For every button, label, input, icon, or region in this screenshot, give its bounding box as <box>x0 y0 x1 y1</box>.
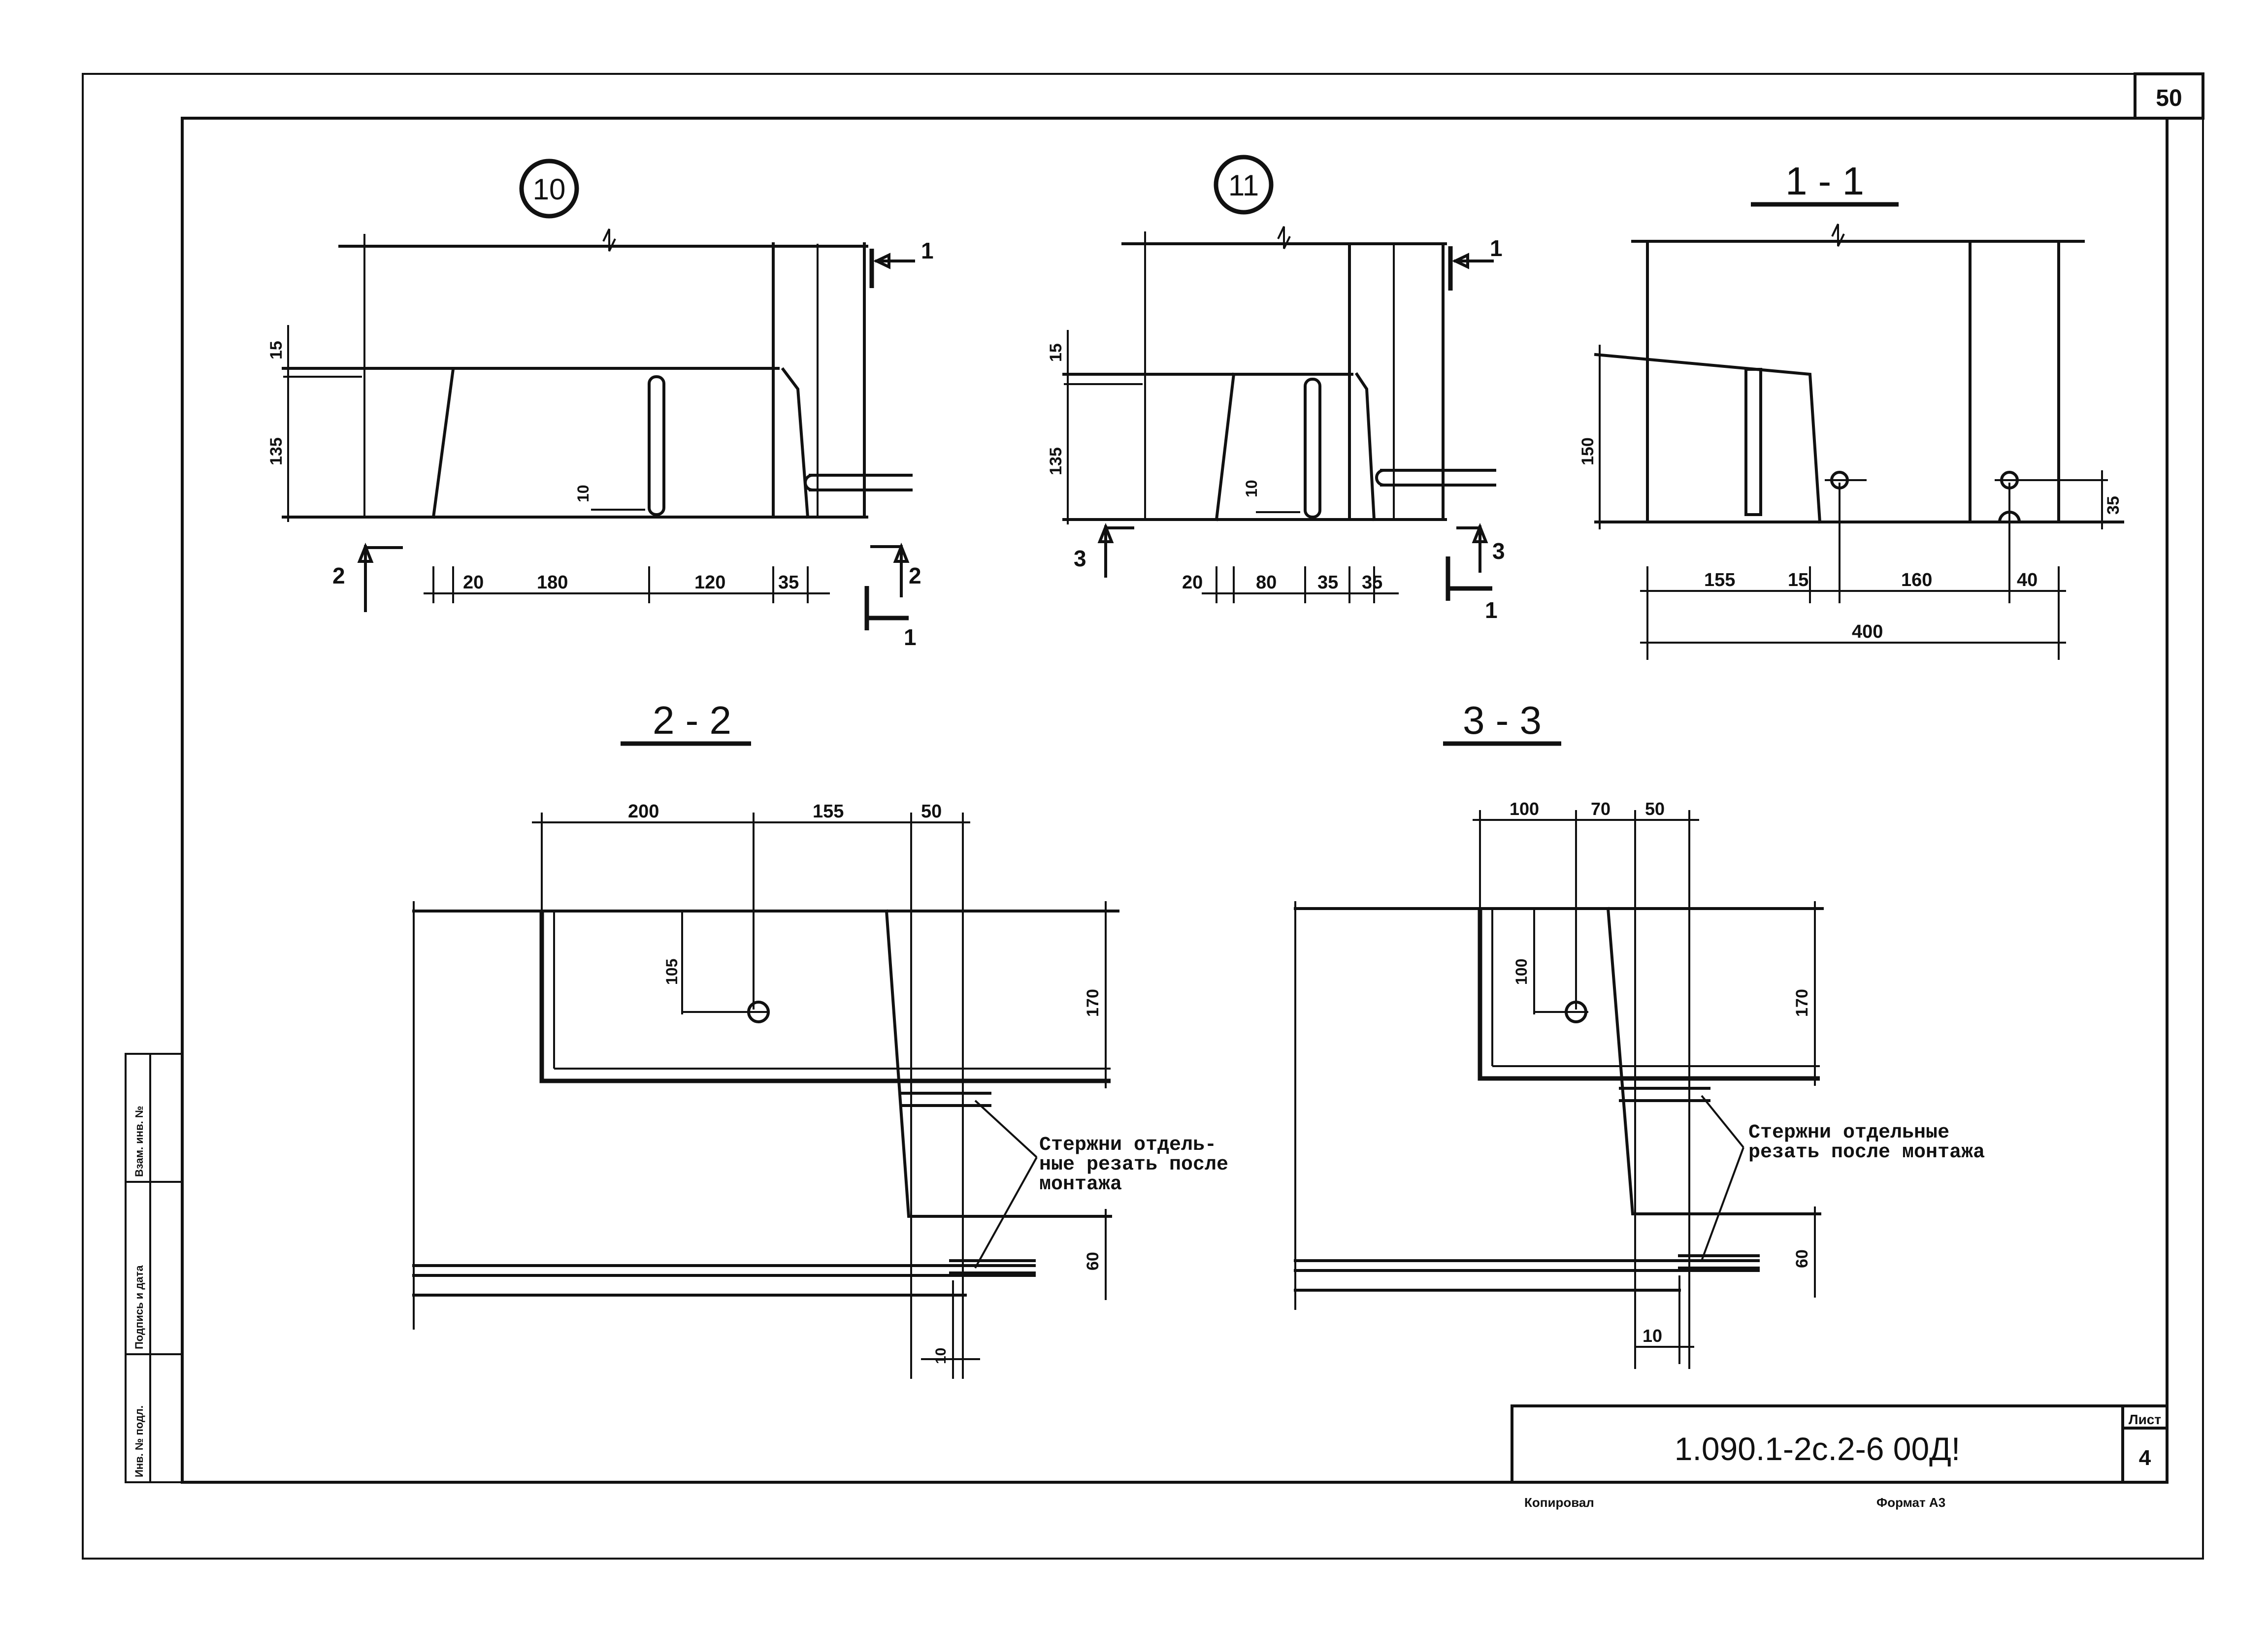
view-11-dim-2: 80 <box>1256 572 1277 593</box>
side-stamp-cell-1: Взам. инв. № <box>133 1106 145 1177</box>
side-stamp-cell-2: Подпись и дата <box>133 1265 145 1349</box>
copied-label: Копировал <box>1524 1495 1594 1510</box>
section-1-1-dim-2: 15 <box>1788 570 1808 590</box>
view-11-sec-mark-1b: 1 <box>1485 597 1498 623</box>
view-10-dim-h-main: 135 <box>267 437 286 465</box>
section-1-1-dim-3: 160 <box>1901 570 1932 590</box>
view-10-sec-mark-1b: 1 <box>904 624 917 650</box>
view-10-dim-h-small: 10 <box>574 485 592 502</box>
view-10-mark-circle <box>519 159 579 219</box>
section-2-2-dim-t1: 200 <box>628 801 659 822</box>
sheet-label: Лист <box>2129 1412 2161 1427</box>
view-11-mark: 11 <box>1228 169 1259 202</box>
view-11-dim-h-small: 10 <box>1243 480 1260 497</box>
view-11-dim-4: 35 <box>1362 572 1382 593</box>
section-2-2-dim-t3: 50 <box>921 801 942 822</box>
format-label: Формат А3 <box>1876 1495 1945 1510</box>
section-1-1-dim-4: 40 <box>2017 570 2038 590</box>
outer-frame <box>82 73 2204 1560</box>
view-10: 10 1 15 135 10 20 180 120 35 <box>267 159 934 650</box>
view-11-sec-mark-1: 1 <box>1490 235 1503 261</box>
section-2-2-title: 2 - 2 <box>653 698 731 742</box>
section-3-3-dim-t2: 70 <box>1591 799 1611 819</box>
sheet-no: 4 <box>2139 1446 2151 1470</box>
section-3-3: 3 - 3 100 70 50 100 170 60 10 Стержни от… <box>1294 698 1985 1369</box>
section-3-3-dim-v2: 170 <box>1793 989 1811 1017</box>
section-2-2-dim-t2: 155 <box>813 801 844 822</box>
section-1-1-dim-h-right: 35 <box>2104 496 2123 515</box>
view-11-dim-3: 35 <box>1317 572 1338 593</box>
inner-frame <box>181 117 2169 1484</box>
section-2-2: 2 - 2 200 155 50 105 170 60 10 Стержни о… <box>412 698 1228 1379</box>
view-10-dim-2: 180 <box>537 572 568 593</box>
section-2-2-dim-b1: 10 <box>933 1348 949 1364</box>
view-11-dim-h-main: 135 <box>1047 447 1065 475</box>
sheet-number-box <box>2134 72 2204 120</box>
section-1-1-dim-1: 155 <box>1704 570 1735 590</box>
section-3-3-dim-v1: 100 <box>1512 959 1530 985</box>
view-10-dim-h-top: 15 <box>267 341 286 359</box>
section-2-2-note-3: монтажа <box>1039 1173 1122 1196</box>
section-1-1-dim-h-main: 150 <box>1578 437 1597 465</box>
section-3-3-note-1: Стержни отдельные <box>1748 1122 1949 1144</box>
section-3-3-dim-v3: 60 <box>1793 1249 1811 1268</box>
section-3-3-dim-t1: 100 <box>1510 799 1539 819</box>
view-10-mark: 10 <box>533 173 566 206</box>
view-11-mark-circle <box>1214 155 1274 215</box>
side-stamp: Взам. инв. № Подпись и дата Инв. № подл. <box>125 1053 183 1483</box>
section-3-3-dim-b1: 10 <box>1643 1326 1662 1346</box>
view-11-sec-mark-3: 3 <box>1074 546 1086 571</box>
section-2-2-dim-v3: 60 <box>1084 1252 1102 1271</box>
section-3-3-note-2: резать после монтажа <box>1748 1141 1985 1164</box>
section-1-1-title: 1 - 1 <box>1785 159 1864 203</box>
view-10-dim-3: 120 <box>694 572 725 593</box>
view-10-dim-4: 35 <box>778 572 799 593</box>
view-11-dim-h-top: 15 <box>1047 343 1065 362</box>
section-3-3-title: 3 - 3 <box>1463 698 1542 742</box>
view-11: 11 1 15 135 10 20 80 35 35 3 3 <box>1047 155 1505 623</box>
view-10-sec-mark-2: 2 <box>332 563 345 588</box>
section-3-3-dim-t3: 50 <box>1645 799 1665 819</box>
view-10-sec-mark-1: 1 <box>921 238 934 263</box>
section-2-2-dim-v1: 105 <box>663 959 681 985</box>
section-1-1-dim-total: 400 <box>1852 621 1883 642</box>
view-10-sec-mark-2b: 2 <box>909 563 921 588</box>
view-11-dim-1: 20 <box>1182 572 1203 593</box>
section-2-2-dim-v2: 170 <box>1084 989 1102 1017</box>
section-2-2-note-2: ные резать после <box>1039 1154 1228 1176</box>
view-10-dim-1: 20 <box>463 572 484 593</box>
section-2-2-note-1: Стержни отдель- <box>1039 1134 1216 1156</box>
designation: 1.090.1-2с.2-6 00Д! <box>1675 1431 1960 1467</box>
side-stamp-cell-3: Инв. № подл. <box>133 1405 145 1477</box>
title-block: 1.090.1-2с.2-6 00Д! Лист 4 Копировал Фор… <box>1511 1404 2169 1510</box>
section-1-1: 1 - 1 35 150 155 15 160 40 400 <box>1578 159 2124 660</box>
view-11-sec-mark-3b: 3 <box>1492 538 1505 564</box>
sheet-number: 50 <box>2156 85 2182 111</box>
